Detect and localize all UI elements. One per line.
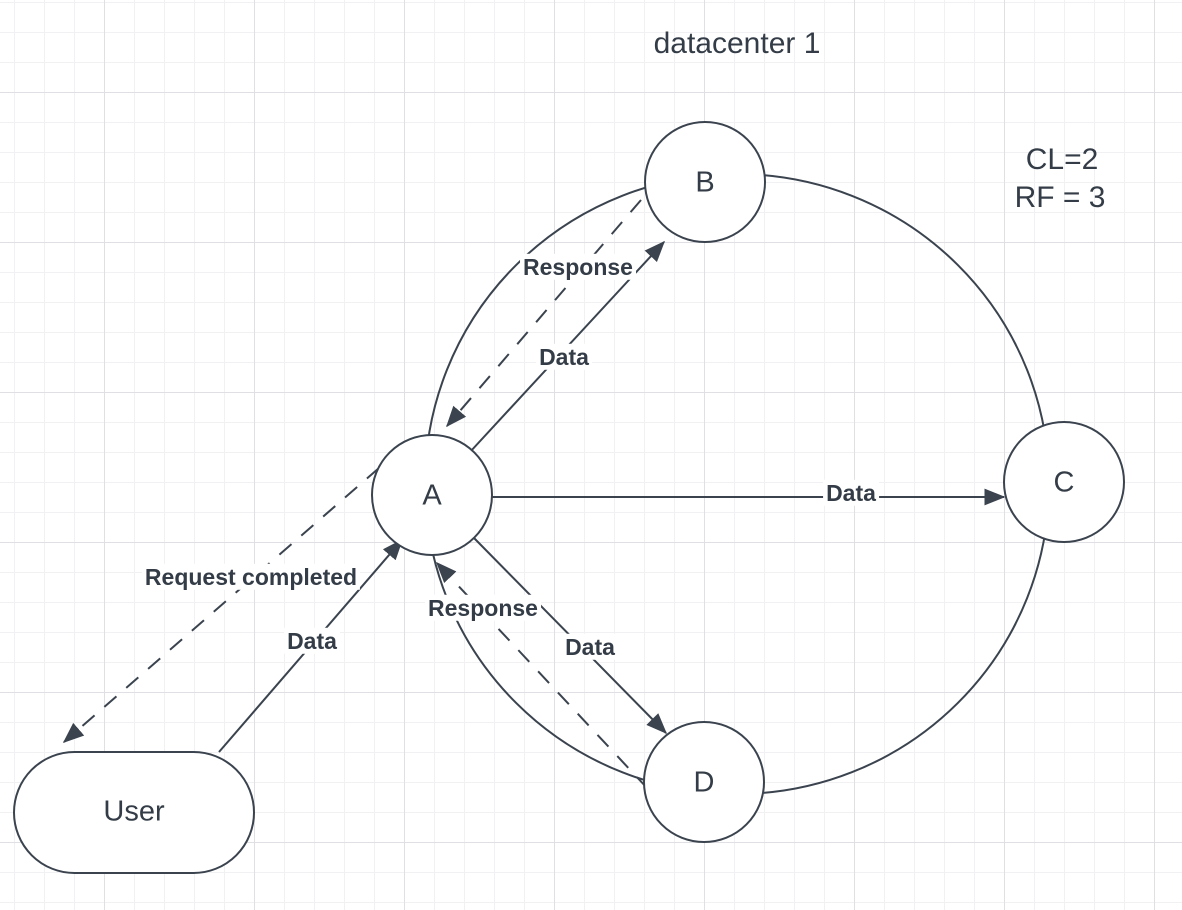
user-shape[interactable] — [13, 751, 255, 874]
edge-response-b-to-a[interactable] — [446, 199, 642, 428]
edge-label-data-a-to-d[interactable]: Data — [562, 633, 618, 661]
diagram-title[interactable]: datacenter 1 — [653, 26, 821, 60]
edge-label-response-b-to-a[interactable]: Response — [520, 253, 636, 281]
node-a-label[interactable]: A — [422, 479, 442, 512]
node-d-circle[interactable] — [643, 721, 765, 843]
annotation-rf[interactable]: RF = 3 — [1014, 180, 1106, 214]
edge-request-completed-a-to-user[interactable] — [62, 467, 380, 743]
node-b-circle[interactable] — [644, 121, 766, 243]
user-label[interactable]: User — [103, 795, 165, 828]
edge-label-request-completed[interactable]: Request completed — [141, 563, 361, 591]
edge-response-d-to-a[interactable] — [435, 561, 649, 790]
node-d-label[interactable]: D — [693, 766, 715, 799]
node-c-label[interactable]: C — [1053, 466, 1075, 499]
node-b-label[interactable]: B — [695, 166, 715, 199]
edge-label-data-a-to-c[interactable]: Data — [823, 479, 879, 507]
edge-label-response-d-to-a[interactable]: Response — [425, 594, 541, 622]
edge-label-data-a-to-b[interactable]: Data — [536, 343, 592, 371]
edge-label-data-user-to-a[interactable]: Data — [284, 627, 340, 655]
node-a-circle[interactable] — [371, 434, 493, 556]
datacenter-ring[interactable] — [424, 173, 1050, 795]
annotation-cl[interactable]: CL=2 — [1025, 142, 1099, 176]
node-c-circle[interactable] — [1003, 421, 1125, 543]
